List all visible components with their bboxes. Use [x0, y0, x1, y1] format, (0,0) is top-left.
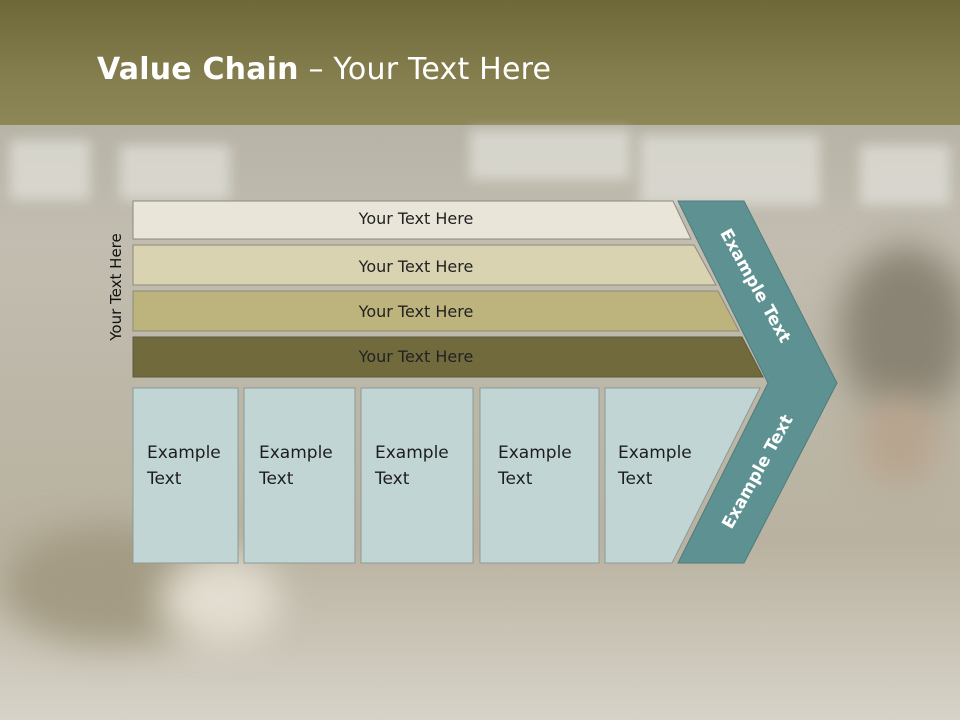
bar-label-3: Your Text Here	[358, 302, 474, 321]
bar-2	[132, 244, 717, 286]
chevron-shape	[677, 200, 838, 564]
cell-2	[243, 387, 356, 564]
cell-5	[604, 387, 761, 564]
title-rest: – Your Text Here	[298, 52, 552, 87]
title-bold: Value Chain	[97, 52, 299, 87]
page-title: Value Chain – Your Text Here	[97, 52, 551, 87]
cell-3	[360, 387, 474, 564]
bar-label-4: Your Text Here	[358, 347, 474, 366]
cell-1	[132, 387, 239, 564]
bar-1	[132, 200, 692, 240]
bar-label-1: Your Text Here	[358, 209, 474, 228]
bar-3	[132, 290, 740, 332]
bar-4	[132, 336, 764, 378]
bar-label-2: Your Text Here	[358, 257, 474, 276]
cell-4	[479, 387, 600, 564]
header-band	[0, 0, 960, 125]
